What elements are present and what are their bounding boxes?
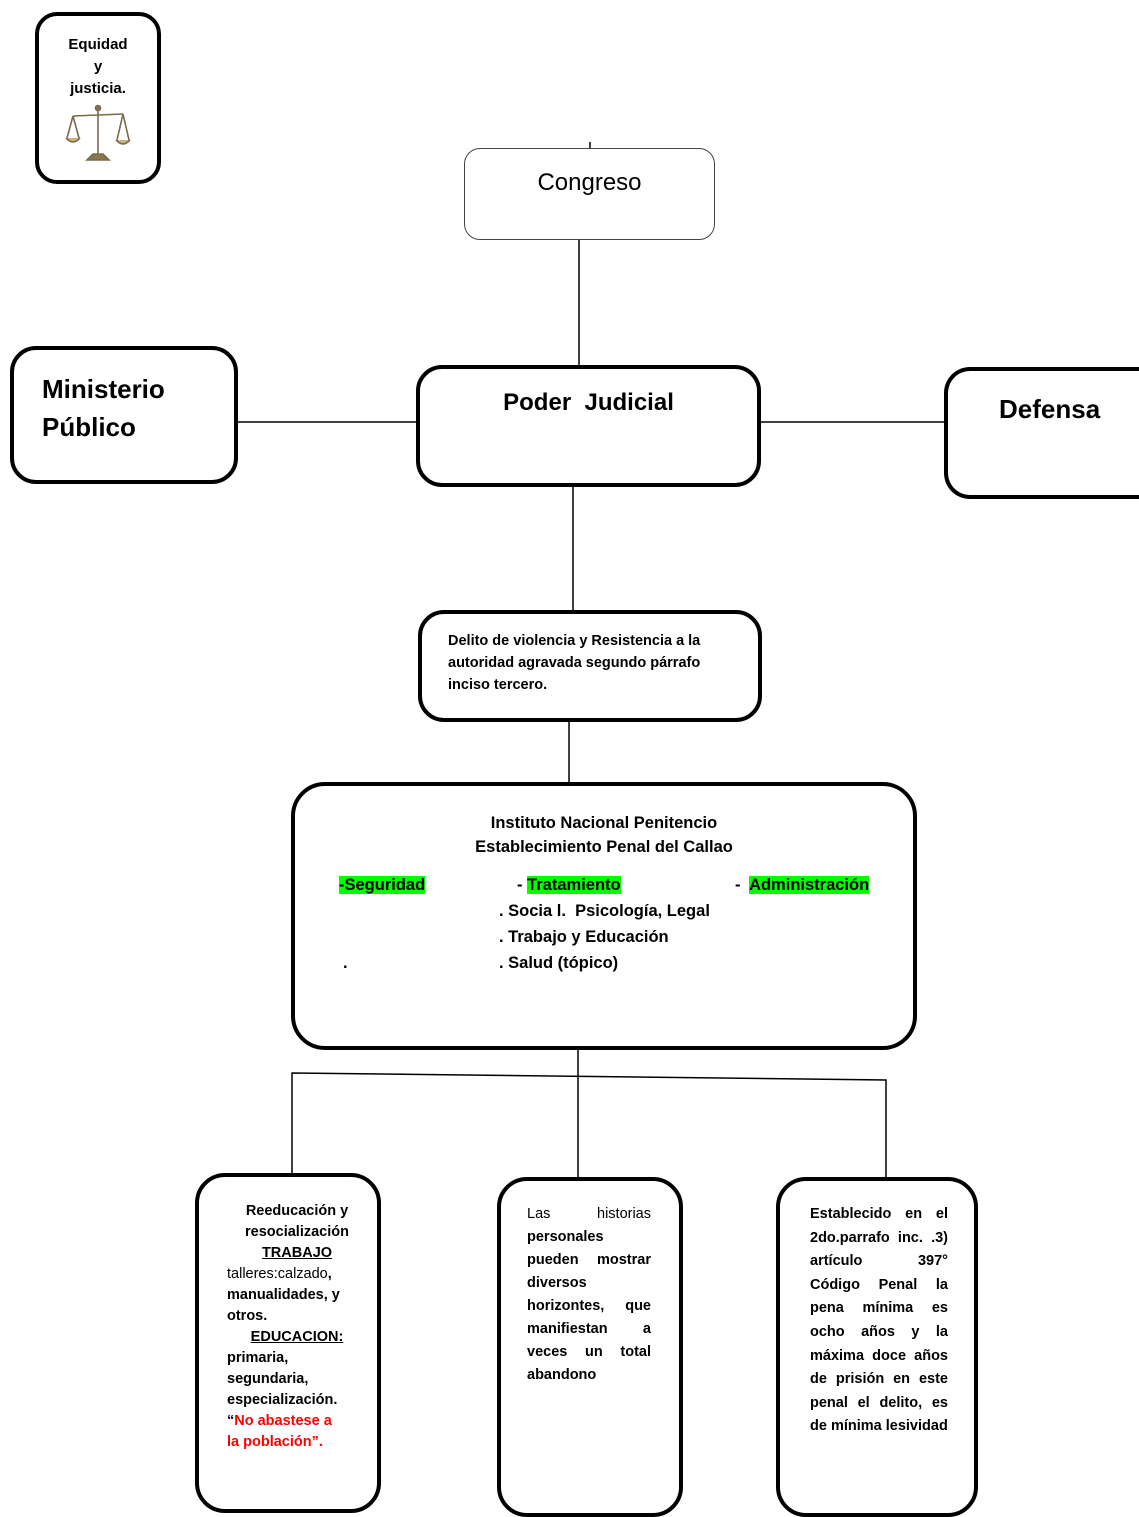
quote-red1: No abastese a (234, 1413, 332, 1429)
equity-box: Equidad y justicia. (35, 12, 161, 184)
equity-line3: justicia. (70, 80, 126, 97)
reeducacion-l8: segundaria, (227, 1371, 309, 1387)
reeducacion-l7: primaria, (227, 1350, 289, 1366)
area-tratamiento: - Tratamiento (517, 876, 621, 895)
delito-text: Delito de violencia y Resistencia a la a… (448, 633, 701, 693)
instituto-title1: Instituto Nacional Penitencio (490, 814, 718, 832)
delito-box: Delito de violencia y Resistencia a la a… (418, 610, 762, 722)
historias-box: Las historias personales pueden mostrar … (497, 1177, 683, 1517)
historias-w2: historias (597, 1206, 651, 1222)
reeducacion-l1: Reeducación y (245, 1203, 349, 1219)
area-administracion-dash: - (735, 876, 750, 894)
area-tratamiento-label: Tratamiento (527, 876, 621, 894)
tratamiento-item: . Trabajo y Educación (499, 928, 669, 946)
area-seguridad: -Seguridad (339, 876, 426, 895)
judicial-label: Poder Judicial (503, 389, 674, 416)
talleres-line: talleres:calzado, (227, 1264, 367, 1285)
congress-label: Congreso (537, 169, 642, 196)
connector-branch-bar (291, 1072, 887, 1178)
ministerio-publico-box: Ministerio Público (10, 346, 238, 484)
reeducacion-l2: resocialización (245, 1224, 349, 1240)
dot-marker: . (343, 954, 348, 972)
tratamiento-item: . Socia l. Psicología, Legal (499, 902, 710, 920)
establecido-text: Establecido en el 2do.parrafo inc. .3) a… (810, 1206, 948, 1435)
quote-close: ”. (311, 1434, 323, 1450)
equity-line2: y (93, 58, 103, 75)
reeducacion-l5: otros. (227, 1308, 268, 1324)
historias-first-line: Las historias (527, 1203, 651, 1226)
area-tratamiento-dash: - (517, 876, 528, 894)
ministerio-line1: Ministerio (42, 374, 165, 404)
area-administracion: - Administración (735, 876, 870, 895)
historias-text: personales pueden mostrar diversos horiz… (527, 1229, 651, 1383)
quote-red2: la población (227, 1434, 312, 1450)
area-administracion-label: Administración (749, 876, 870, 894)
tratamiento-item: . Salud (tópico) (499, 954, 619, 972)
defensa-box: Defensa (944, 367, 1139, 499)
establecido-box: Establecido en el 2do.parrafo inc. .3) a… (776, 1177, 978, 1517)
reeducacion-l4: manualidades, y (227, 1287, 340, 1303)
scales-of-justice-icon (65, 104, 131, 161)
defensa-label: Defensa (999, 394, 1101, 424)
quote-open: “ (227, 1413, 235, 1429)
educacion-heading: EDUCACION: (250, 1329, 344, 1345)
instituto-box: Instituto Nacional Penitencio Establecim… (291, 782, 917, 1050)
equity-line1: Equidad (68, 36, 128, 53)
reeducacion-box: Reeducación y resocialización TRABAJO ta… (195, 1173, 381, 1513)
poder-judicial-box: Poder Judicial (416, 365, 761, 487)
ministerio-line2: Público (42, 412, 136, 442)
trabajo-heading: TRABAJO (261, 1245, 333, 1261)
area-seguridad-label: -Seguridad (339, 876, 426, 894)
talleres-text: talleres:calzado (227, 1266, 328, 1282)
quote-line1: “No abastese a (227, 1411, 367, 1432)
quote-line2: la población”. (227, 1432, 367, 1453)
congress-box: Congreso (464, 148, 715, 240)
reeducacion-l9: especialización. (227, 1392, 338, 1408)
talleres-comma: , (327, 1266, 332, 1282)
instituto-title2: Establecimiento Penal del Callao (475, 838, 733, 856)
historias-w1: Las (527, 1206, 551, 1222)
